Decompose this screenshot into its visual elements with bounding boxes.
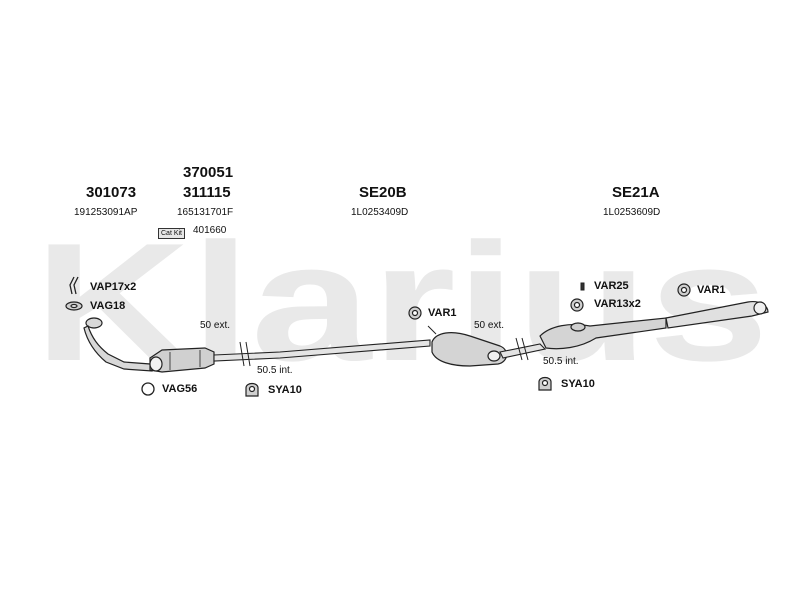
part-number-301073[interactable]: 301073: [86, 184, 137, 201]
fitting-label-sya10-left[interactable]: SYA10: [268, 384, 302, 396]
part-number-370051[interactable]: 370051: [183, 164, 234, 181]
rubber-mount-icon-sya10-right[interactable]: [538, 376, 552, 391]
part-number-311115[interactable]: 311115: [183, 184, 231, 201]
fitting-label-var1-mid[interactable]: VAR1: [428, 307, 457, 319]
clamp-icon-var13x2[interactable]: [570, 298, 584, 312]
hanger-clip-icon-var25[interactable]: [580, 282, 585, 291]
fitting-label-vag18[interactable]: VAG18: [90, 300, 126, 312]
fitting-label-var25[interactable]: VAR25: [594, 280, 629, 292]
fitting-label-vap17x2[interactable]: VAP17x2: [90, 281, 137, 293]
gasket-icon-vag56[interactable]: [141, 382, 155, 396]
clamp-icon-vap17x2[interactable]: [69, 276, 79, 295]
hanger-line-mid: [427, 325, 437, 335]
front-pipe[interactable]: [83, 317, 153, 372]
fitting-label-vag56[interactable]: VAG56: [162, 383, 198, 395]
part-number-SE20B[interactable]: SE20B: [359, 184, 407, 201]
fitting-label-var1-right[interactable]: VAR1: [697, 284, 726, 296]
gasket-icon-vag18[interactable]: [65, 301, 83, 311]
joint-note-ext-right: 50 ext.: [474, 320, 505, 331]
joint-note-ext-left: 50 ext.: [200, 320, 231, 331]
oem-number-165131701F: 165131701F: [177, 207, 234, 218]
cat-kit-badge: Cat Kit: [158, 228, 186, 239]
joint-note-int-left: 50.5 int.: [257, 365, 293, 376]
part-number-SE21A[interactable]: SE21A: [612, 184, 660, 201]
clamp-icon-var1-right[interactable]: [677, 283, 691, 297]
intermediate-pipe[interactable]: [213, 339, 431, 367]
mid-pipe[interactable]: [499, 337, 547, 361]
oem-number-191253091AP: 191253091AP: [74, 207, 138, 218]
clamp-icon-var1-mid[interactable]: [408, 306, 422, 320]
oem-number-1L0253609D: 1L0253609D: [603, 207, 661, 218]
catalytic-converter[interactable]: [149, 347, 215, 373]
clamp-icon-var13x2-fitted: [570, 322, 586, 332]
oem-number-1L0253409D: 1L0253409D: [351, 207, 409, 218]
fitting-label-sya10-right[interactable]: SYA10: [561, 378, 595, 390]
cat-kit-number: 401660: [193, 225, 227, 236]
fitting-label-var13x2[interactable]: VAR13x2: [594, 298, 641, 310]
centre-silencer[interactable]: [431, 332, 508, 367]
rubber-mount-icon-sya10-left[interactable]: [245, 382, 259, 397]
joint-note-int-right: 50.5 int.: [543, 356, 579, 367]
